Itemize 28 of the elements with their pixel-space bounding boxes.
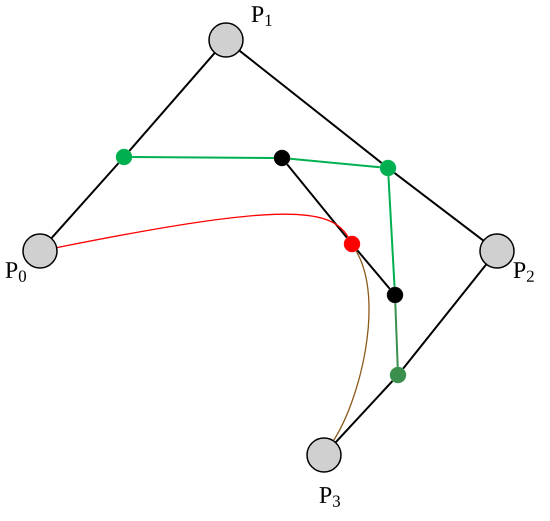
line-segment	[394, 303, 399, 367]
control-point	[208, 22, 244, 58]
point	[116, 148, 132, 166]
point	[344, 236, 360, 252]
point	[274, 150, 290, 166]
point-label: P$_{2}$	[514, 262, 534, 282]
line-segment	[286, 164, 348, 238]
curve	[56, 214, 348, 248]
control-point	[306, 437, 342, 473]
control-point	[22, 233, 58, 269]
curve	[332, 250, 370, 441]
line-segment	[50, 162, 120, 239]
point	[390, 366, 406, 384]
control-point	[479, 233, 515, 269]
line-segment	[334, 380, 394, 444]
line-segment	[290, 158, 380, 168]
line-segment	[402, 264, 488, 370]
point	[386, 286, 404, 304]
line-segment	[132, 156, 274, 159]
line-segment	[394, 172, 484, 242]
point-label: P$_{0}$	[6, 262, 26, 282]
line-segment	[387, 176, 396, 287]
line-segment	[238, 50, 382, 164]
point-label: P$_{3}$	[320, 487, 340, 507]
point-label: P$_{1}$	[252, 6, 272, 26]
line-segment	[356, 250, 390, 290]
point	[380, 160, 396, 176]
line-segment	[128, 52, 216, 152]
